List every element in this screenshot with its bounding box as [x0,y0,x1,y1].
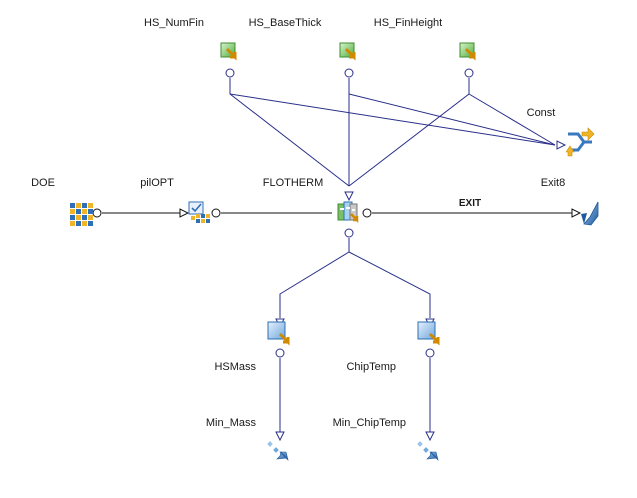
process-arrowheads [179,208,582,218]
output-label-hsmass: HSMass [214,361,256,373]
const-label: Const [526,107,556,119]
port-basethick-out[interactable] [344,68,354,78]
arrowhead-flotherm-in [344,191,354,202]
link-basethick-const[interactable] [348,93,556,146]
ports [225,68,474,358]
flotherm-node-icon[interactable] [337,201,359,224]
port-numfin-out[interactable] [225,68,235,78]
input-label-finheight: HS_FinHeight [373,17,443,29]
input-variable-icon[interactable] [339,42,356,61]
link-flotherm-hsmass[interactable] [279,238,350,318]
input-label-numfin: HS_NumFin [144,17,204,29]
port-chiptemp-out[interactable] [425,348,435,358]
objective-label-minchiptemp: Min_ChipTemp [332,417,406,429]
port-flotherm-out[interactable] [362,208,372,218]
port-finheight-out[interactable] [464,68,474,78]
input-label-basethick: HS_BaseThick [248,17,322,29]
link-numfin-const[interactable] [229,93,556,146]
arrowhead-pilopt-in [179,208,190,218]
arrowhead-minmass-in [275,431,285,442]
objective-label-minmass: Min_Mass [205,417,256,429]
doe-grid-icon[interactable] [70,203,93,226]
port-pilopt-out[interactable] [211,208,221,218]
process-ports [92,208,372,218]
data-links [229,78,556,432]
objective-arrow-icon[interactable] [267,441,289,461]
output-variable-icon[interactable] [267,321,290,346]
input-variable-icon[interactable] [459,42,476,61]
port-doe-out[interactable] [92,208,102,218]
arrowhead-const-in [556,140,567,150]
flotherm-label: FLOTHERM [262,177,324,189]
port-flotherm-data-out[interactable] [344,228,354,238]
objective-arrow-icon[interactable] [417,441,439,461]
constraint-icon[interactable] [565,127,595,157]
port-hsmass-out[interactable] [275,348,285,358]
output-variable-icon[interactable] [417,321,440,346]
exit-icon[interactable] [581,201,599,226]
input-variable-icon[interactable] [220,42,237,61]
exit-link-label: EXIT [458,198,482,209]
link-flotherm-chiptemp[interactable] [348,251,431,318]
optimizer-icon[interactable] [188,201,210,223]
pilopt-label: pilOPT [140,177,174,189]
output-label-chiptemp: ChipTemp [346,361,396,373]
arrowhead-exit-in [571,208,582,218]
link-finheight-flotherm[interactable] [348,78,470,187]
arrowhead-minchiptemp-in [425,431,435,442]
doe-label: DOE [31,177,55,189]
exit-label: Exit8 [540,177,566,189]
link-finheight-const[interactable] [468,93,556,146]
link-numfin-flotherm[interactable] [229,78,350,187]
